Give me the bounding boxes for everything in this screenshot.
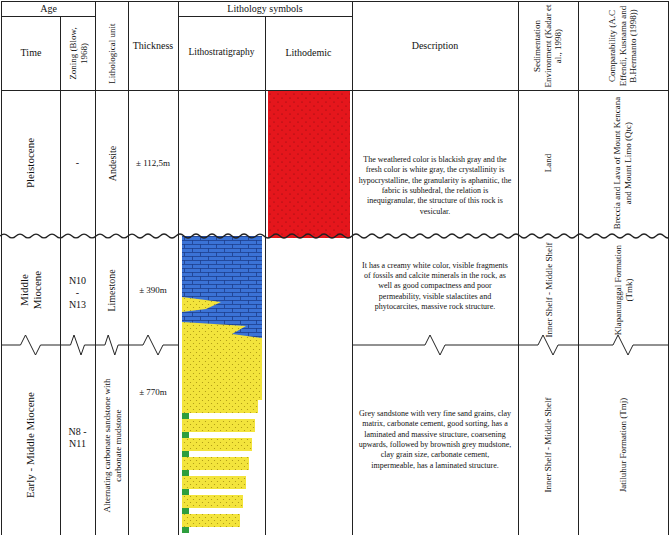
table-cell: N8 - N11 (67, 395, 89, 480)
sandstone-layer (182, 438, 252, 451)
limestone-block (182, 236, 262, 348)
table-cell: Sedimentation Environment (Kadar et al.,… (520, 4, 576, 88)
table-cell: Limestone (97, 243, 126, 338)
mudstone-layer (182, 432, 189, 438)
grid-line (178, 16, 352, 17)
grid-line (1, 1, 669, 2)
table-cell: - (62, 90, 93, 236)
mudstone-layer (182, 451, 189, 457)
table-cell: Time (4, 16, 58, 90)
table-cell: Thickness (130, 2, 176, 90)
table-cell: Andesite (97, 103, 126, 223)
grid-line (178, 1, 179, 535)
sandstone-layer (182, 400, 258, 413)
sandstone-tongue (182, 297, 221, 312)
grid-line (128, 1, 129, 535)
sandstone-layer (182, 457, 249, 470)
interfinger-break (95, 335, 128, 355)
table-cell: Alternating carbonate sandstone with car… (97, 360, 126, 530)
table-cell: Breccia and Lava of Mount Kencana and Mo… (580, 93, 666, 233)
mudstone-layer (182, 489, 189, 495)
table-cell: Lithostratigraphy (180, 16, 263, 90)
table-cell: Early - Middle Miocene (4, 370, 58, 520)
interfinger-break (1, 335, 60, 355)
sandstone-layer (182, 495, 243, 508)
andesite-block (268, 90, 350, 238)
grid-line (60, 16, 61, 535)
description-text: Grey sandstone with very fine sand grain… (358, 375, 512, 505)
interfinger-break (128, 335, 178, 355)
grid-line (1, 16, 95, 17)
sandstone-layer (182, 476, 246, 489)
table-cell: Pleistocene (4, 103, 58, 223)
grid-line (95, 1, 96, 535)
description-text: It has a creamy white color, visible fra… (358, 248, 512, 325)
interfinger-break (60, 335, 95, 355)
table-cell: Age (4, 2, 93, 16)
interfinger-break (578, 335, 668, 355)
table-cell: Jatiluhur Formation (Tmj) (580, 370, 666, 520)
table-cell: ± 390m (130, 240, 176, 340)
table-cell: Zoning (Blow, 1968) (62, 18, 93, 88)
mudstone-layer (182, 527, 189, 533)
grid-line (1, 90, 669, 91)
description-text: The weathered color is blackish gray and… (358, 140, 512, 232)
table-cell: Klapanunggal Formation (Tmk) (580, 243, 666, 338)
table-cell: ± 770m (130, 355, 176, 430)
table-cell: Land (520, 103, 576, 223)
alternating-layers (182, 400, 258, 533)
grid-line (1, 1, 2, 535)
table-cell: Inner Shelf - Middle Shelf (520, 385, 576, 505)
sandstone-layer (182, 419, 255, 432)
table-cell: Lithology symbols (180, 2, 350, 16)
table-cell: Inner Shelf - Middle Shelf (520, 243, 576, 338)
mudstone-layer (182, 413, 189, 419)
grid-line (265, 16, 266, 535)
sandstone-layer (182, 514, 240, 527)
interfinger-break (518, 335, 578, 355)
table-cell: Lithological unit (97, 18, 126, 88)
grid-line (668, 1, 669, 535)
unconformity-line (0, 234, 669, 238)
table-cell: N10 - N13 (67, 255, 89, 330)
grid-line (578, 1, 579, 535)
sandstone-tongue (182, 322, 262, 348)
table-cell: Middle Miocene (4, 260, 58, 320)
grid-line (352, 1, 353, 535)
table-cell: ± 112,5m (130, 90, 176, 236)
mudstone-layer (182, 470, 189, 476)
interfinger-break (352, 335, 518, 355)
mudstone-layer (182, 508, 189, 514)
sandstone-block (182, 346, 262, 400)
table-cell: Description (354, 2, 516, 90)
table-cell: Lithodemic (267, 16, 350, 90)
grid-line (518, 1, 519, 535)
table-cell: Comparability (A.C Effendi, Kusnama and … (580, 4, 666, 88)
